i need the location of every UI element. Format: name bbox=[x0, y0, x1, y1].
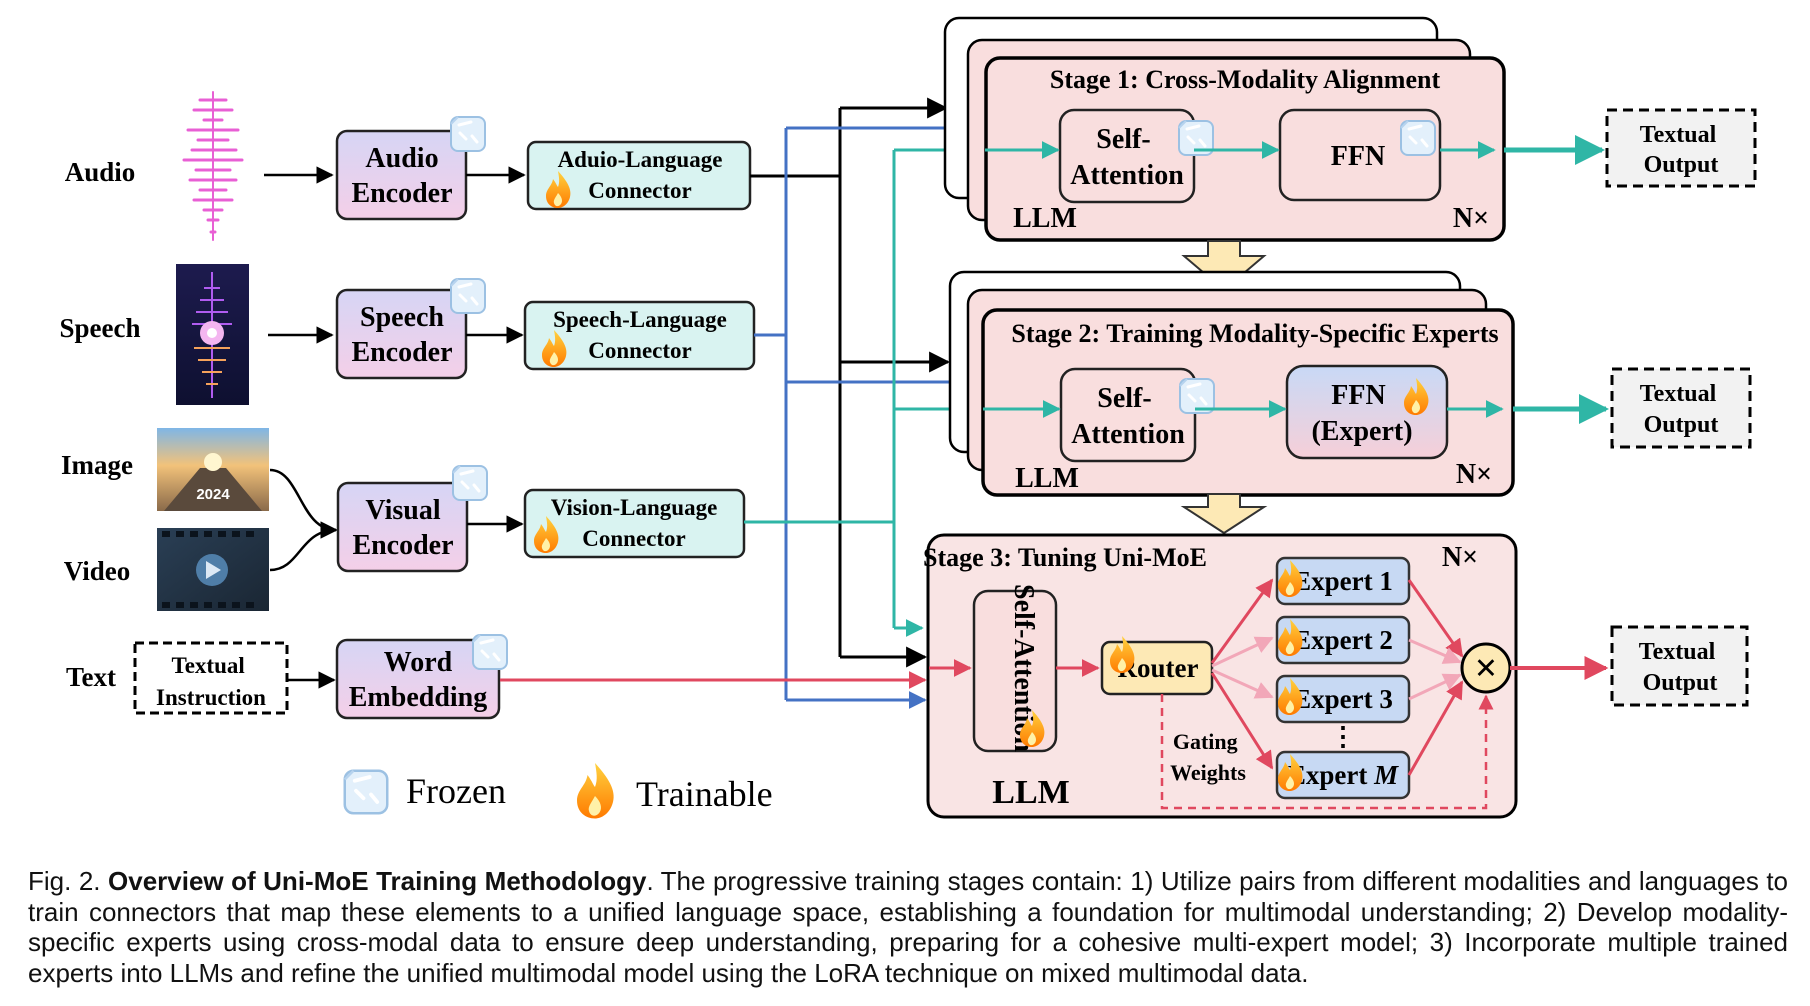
svg-text:Textual Output: Textual Output bbox=[1640, 381, 1722, 438]
svg-text:Expert M: Expert M bbox=[1288, 760, 1399, 790]
stage2-output-line1: Textual bbox=[1640, 381, 1717, 407]
svg-text:FFN (Expert): FFN (Expert) bbox=[1311, 380, 1412, 447]
stage2-output-line2: Output bbox=[1644, 412, 1719, 438]
image-road-photo: 2024 bbox=[157, 428, 269, 511]
legend-frozen-label: Frozen bbox=[406, 771, 506, 811]
weighted-sum-symbol: × bbox=[1475, 645, 1498, 690]
word-embedding-box bbox=[335, 638, 501, 720]
speech-encoder-line2: Encoder bbox=[351, 337, 452, 368]
svg-text:Textual Output: Textual Output bbox=[1640, 122, 1722, 178]
caption-body: . The progressive training stages contai… bbox=[28, 866, 1789, 988]
stage1-self-attention-line1: Self- bbox=[1096, 124, 1150, 155]
speech-connector-line1: Speech-Language bbox=[553, 307, 727, 332]
stage2-textual-output-box bbox=[1610, 367, 1752, 449]
audio-connector-line2: Connector bbox=[588, 178, 691, 203]
caption-title: Overview of Uni-MoE Training Methodology bbox=[108, 866, 647, 896]
stage1-ffn-label: FFN bbox=[1331, 141, 1385, 172]
stage1-textual-output-box bbox=[1605, 108, 1757, 188]
gating-weights-line1: Gating bbox=[1173, 729, 1238, 754]
stage2-self-attention-box bbox=[1059, 367, 1197, 463]
stage3-llm-label: LLM bbox=[992, 774, 1069, 811]
frozen-legend-icon bbox=[342, 768, 390, 816]
svg-text:Gating Weights: Gating Weights bbox=[1170, 729, 1246, 785]
stage2-ffn-line2: (Expert) bbox=[1311, 416, 1412, 447]
input-label-video: Video bbox=[64, 556, 131, 586]
stage2-llm-label: LLM bbox=[1015, 463, 1079, 494]
frozen-icon bbox=[449, 277, 487, 315]
visual-encoder-box bbox=[336, 481, 469, 573]
visual-encoder-line2: Encoder bbox=[352, 530, 453, 561]
stage3-repeat-label: N× bbox=[1442, 542, 1478, 573]
audio-encoder-line1: Audio bbox=[365, 143, 438, 174]
svg-text:Textual Output: Textual Output bbox=[1639, 639, 1721, 696]
stage2-title: Stage 2: Training Modality-Specific Expe… bbox=[1011, 319, 1498, 348]
stage3-textual-output-box bbox=[1610, 625, 1749, 707]
caption-prefix: Fig. 2. bbox=[28, 866, 109, 896]
textual-instruction-line2: Instruction bbox=[156, 685, 266, 710]
stage1-title: Stage 1: Cross-Modality Alignment bbox=[1050, 65, 1441, 94]
play-icon bbox=[206, 561, 221, 579]
input-label-text: Text bbox=[66, 662, 116, 692]
expert-3-label: Expert 3 bbox=[1293, 684, 1393, 714]
stage3-title: Stage 3: Tuning Uni-MoE bbox=[923, 543, 1207, 572]
frozen-icon bbox=[451, 464, 489, 502]
stage1-self-attention-line2: Attention bbox=[1070, 160, 1184, 191]
textual-instruction-box bbox=[133, 641, 289, 715]
stage2-ffn-expert-box bbox=[1285, 364, 1449, 460]
word-embedding-line1: Word bbox=[384, 647, 453, 678]
svg-text:Textual Instruction: Textual Instruction bbox=[156, 653, 266, 710]
stage1-output-line1: Textual bbox=[1640, 122, 1717, 148]
svg-text:Self- Attention: Self- Attention bbox=[1071, 383, 1185, 450]
stage1-llm-label: LLM bbox=[1013, 203, 1077, 234]
expert-m-variable: M bbox=[1373, 760, 1399, 790]
gating-weights-path bbox=[1160, 694, 1494, 810]
stage2-self-attention-line2: Attention bbox=[1071, 419, 1185, 450]
stage2-self-attention-line1: Self- bbox=[1097, 383, 1151, 414]
stage2-repeat-label: N× bbox=[1456, 459, 1492, 490]
expert-1-label: Expert 1 bbox=[1293, 566, 1393, 596]
frozen-icon bbox=[449, 115, 487, 153]
word-embedding-line2: Embedding bbox=[349, 682, 488, 713]
trainable-legend-icon bbox=[577, 763, 614, 819]
stage3-output-line2: Output bbox=[1643, 670, 1718, 696]
svg-text:Self- Attention: Self- Attention bbox=[1070, 124, 1184, 191]
expert-2-label: Expert 2 bbox=[1293, 625, 1393, 655]
textual-instruction-line1: Textual bbox=[171, 653, 244, 678]
stage1-repeat-label: N× bbox=[1453, 203, 1489, 234]
frozen-icon bbox=[1399, 119, 1437, 157]
speech-spectrogram-image bbox=[176, 264, 249, 405]
vision-connector-line1: Vision-Language bbox=[551, 495, 718, 520]
speech-encoder-line1: Speech bbox=[360, 302, 444, 333]
input-label-speech: Speech bbox=[60, 313, 141, 343]
input-label-image: Image bbox=[61, 450, 133, 480]
stage3-output-line1: Textual bbox=[1639, 639, 1716, 665]
gating-weights-line2: Weights bbox=[1170, 760, 1246, 785]
legend-trainable-label: Trainable bbox=[636, 774, 773, 814]
video-thumbnail bbox=[157, 528, 269, 611]
stage1-output-line2: Output bbox=[1644, 152, 1719, 178]
vision-connector-line2: Connector bbox=[582, 526, 685, 551]
stage-transition-arrow bbox=[1180, 493, 1268, 535]
stage3-self-attention-box bbox=[972, 589, 1058, 753]
audio-encoder-line2: Encoder bbox=[351, 178, 452, 209]
audio-connector-line1: Aduio-Language bbox=[558, 147, 723, 172]
experts-ellipsis: ⋮ bbox=[1330, 722, 1356, 751]
svg-text:2024: 2024 bbox=[196, 486, 230, 503]
audio-waveform-image bbox=[182, 91, 244, 241]
figure-caption: Fig. 2. Overview of Uni-MoE Training Met… bbox=[28, 866, 1788, 988]
stage2-ffn-line1: FFN bbox=[1331, 380, 1385, 411]
speech-connector-line2: Connector bbox=[588, 338, 691, 363]
visual-encoder-line1: Visual bbox=[365, 495, 440, 526]
frozen-icon bbox=[471, 633, 509, 671]
input-label-audio: Audio bbox=[65, 157, 136, 187]
